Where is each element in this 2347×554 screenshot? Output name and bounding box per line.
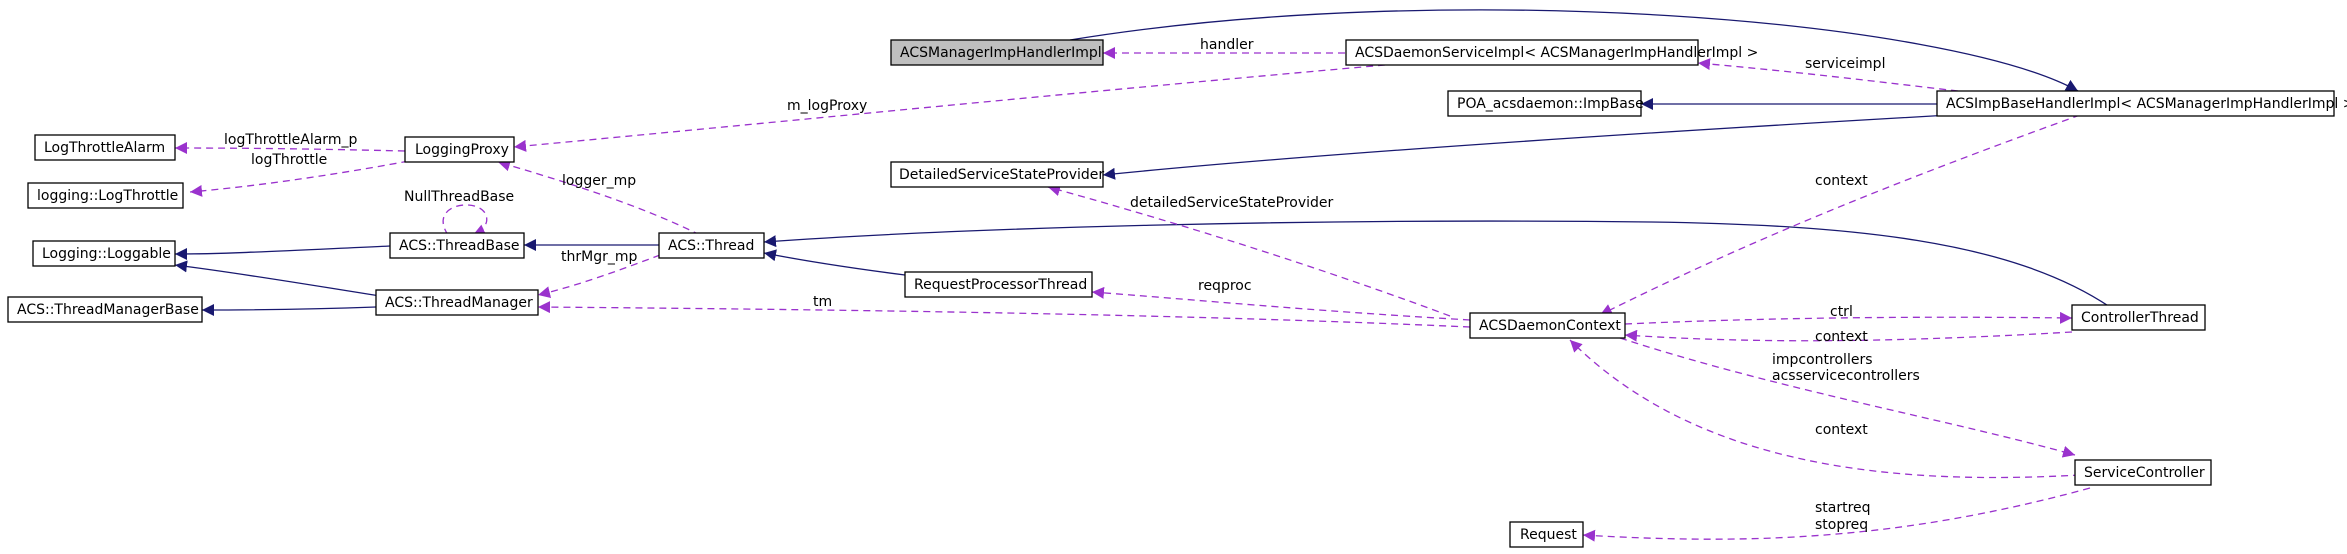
- node-label: logging::LogThrottle: [37, 188, 178, 204]
- edge-label-handler: handler: [1200, 37, 1254, 53]
- node-service-controller[interactable]: ServiceController: [2074, 459, 2212, 486]
- edge-label-context-controller: context: [1815, 329, 1868, 345]
- node-acs-thread-manager-base[interactable]: ACS::ThreadManagerBase: [7, 296, 203, 323]
- edge-nullthreadbase: [442, 204, 488, 236]
- edge-impbase-to-provider: [1102, 114, 1951, 180]
- node-label: ACSManagerImpHandlerImpl: [900, 45, 1102, 61]
- edge-label-detailed-provider: detailedServiceStateProvider: [1130, 195, 1334, 211]
- node-logging-loggable[interactable]: Logging::Loggable: [32, 240, 176, 267]
- node-acs-impbase-handler-impl[interactable]: ACSImpBaseHandlerImpl< ACSManagerImpHand…: [1936, 90, 2347, 117]
- edge-label-reqproc: reqproc: [1198, 278, 1252, 294]
- edge-serviceimpl: [1697, 58, 1959, 92]
- edge-logthrottle: [189, 158, 421, 197]
- edge-detailed-provider: [1047, 184, 1451, 317]
- edge-m-logproxy: [513, 64, 1386, 152]
- node-acs-thread-manager[interactable]: ACS::ThreadManager: [375, 289, 539, 316]
- edge-label-impcontrollers: impcontrollers: [1772, 352, 1873, 368]
- edge-manager-to-impbase: [1069, 9, 2079, 92]
- node-label: RequestProcessorThread: [914, 277, 1087, 293]
- edge-label-stopreq: stopreq: [1815, 517, 1868, 533]
- edge-label-ctrl: ctrl: [1830, 304, 1853, 320]
- edge-label-logger-mp: logger_mp: [562, 173, 636, 189]
- edge-controllers: [1619, 337, 2076, 458]
- edge-controller-to-thread: [763, 220, 2111, 308]
- node-label: Request: [1520, 527, 1577, 543]
- nodes-layer: ACSManagerImpHandlerImpl ACSDaemonServic…: [7, 39, 2347, 548]
- node-label: ACS::ThreadBase: [399, 238, 519, 254]
- node-label: Logging::Loggable: [42, 246, 171, 262]
- edge-label-acsservicecontrollers: acsservicecontrollers: [1772, 368, 1920, 384]
- edge-context-top: [1599, 114, 2081, 316]
- node-acs-daemon-service-impl[interactable]: ACSDaemonServiceImpl< ACSManagerImpHandl…: [1345, 39, 1758, 66]
- node-label: LogThrottleAlarm: [44, 140, 165, 156]
- node-acs-thread-base[interactable]: ACS::ThreadBase: [389, 232, 525, 259]
- node-logging-log-throttle[interactable]: logging::LogThrottle: [27, 182, 184, 209]
- edge-context-service: [1569, 339, 2081, 479]
- node-label: ACSDaemonServiceImpl< ACSManagerImpHandl…: [1355, 45, 1758, 61]
- node-logging-proxy[interactable]: LoggingProxy: [404, 136, 515, 163]
- node-label: POA_acsdaemon::ImpBase: [1457, 96, 1644, 112]
- edge-label-tm: tm: [813, 294, 832, 310]
- node-controller-thread[interactable]: ControllerThread: [2071, 304, 2206, 331]
- edge-logthrottlealarm-p: [174, 142, 406, 155]
- node-label: ACSImpBaseHandlerImpl< ACSManagerImpHand…: [1946, 96, 2347, 112]
- node-label: LoggingProxy: [415, 142, 509, 158]
- edge-logger-mp: [497, 159, 701, 236]
- node-request[interactable]: Request: [1509, 521, 1584, 548]
- edge-threadmanager-to-tmbase: [201, 303, 377, 316]
- edge-reqproc: [1091, 286, 1471, 321]
- edge-label-nullthreadbase: NullThreadBase: [404, 189, 514, 205]
- edge-label-logthrottlealarm-p: logThrottleAlarm_p: [224, 132, 357, 148]
- edge-startreq: [1582, 487, 2091, 542]
- edge-labels-layer: handler serviceimpl m_logProxy logThrott…: [224, 37, 1920, 533]
- edge-label-serviceimpl: serviceimpl: [1805, 56, 1885, 72]
- node-label: ACSDaemonContext: [1479, 318, 1621, 334]
- node-label: ACS::ThreadManager: [385, 295, 533, 311]
- edge-tm: [537, 301, 1471, 328]
- node-label: ControllerThread: [2081, 310, 2199, 326]
- edge-label-context-service: context: [1815, 422, 1868, 438]
- edge-label-logthrottle: logThrottle: [251, 152, 327, 168]
- node-poa-acsdaemon-impbase[interactable]: POA_acsdaemon::ImpBase: [1447, 90, 1644, 117]
- node-label: ACS::Thread: [668, 238, 754, 254]
- edge-label-m-logproxy: m_logProxy: [787, 98, 867, 114]
- edge-requestproc-to-thread: [763, 249, 906, 276]
- node-acs-daemon-context[interactable]: ACSDaemonContext: [1469, 312, 1626, 339]
- edge-ctrl: [1624, 311, 2073, 325]
- edge-label-context-top: context: [1815, 173, 1868, 189]
- edge-label-thrmgr-mp: thrMgr_mp: [561, 249, 637, 265]
- edges-layer: [174, 9, 2111, 542]
- node-detailed-service-state-provider[interactable]: DetailedServiceStateProvider: [890, 161, 1104, 188]
- edge-threadmanager-to-loggable: [174, 260, 381, 297]
- node-log-throttle-alarm[interactable]: LogThrottleAlarm: [34, 134, 176, 161]
- node-label: ACS::ThreadManagerBase: [17, 302, 199, 318]
- edge-thrmgr-mp: [537, 254, 661, 299]
- edge-threadbase-to-loggable: [174, 245, 391, 260]
- node-label: ServiceController: [2084, 465, 2205, 481]
- node-label: DetailedServiceStateProvider: [899, 167, 1104, 183]
- node-request-processor-thread[interactable]: RequestProcessorThread: [904, 271, 1093, 298]
- node-acs-manager-imp-handler-impl[interactable]: ACSManagerImpHandlerImpl: [890, 39, 1104, 66]
- edge-label-startreq: startreq: [1815, 500, 1871, 516]
- node-acs-thread[interactable]: ACS::Thread: [658, 232, 765, 259]
